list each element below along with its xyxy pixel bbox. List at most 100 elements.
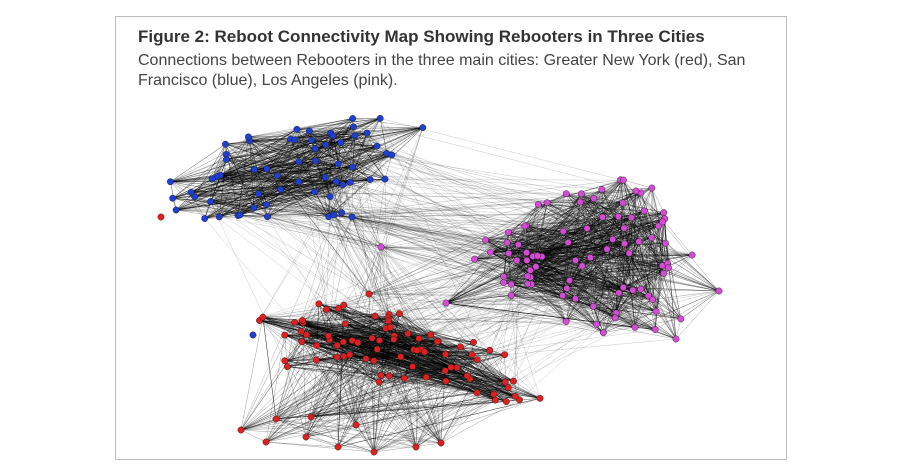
network-node <box>562 318 570 325</box>
network-node <box>346 178 354 186</box>
network-node <box>222 140 229 148</box>
network-node <box>620 224 628 232</box>
network-node <box>637 285 645 293</box>
network-node <box>223 156 230 163</box>
network-node <box>577 190 585 198</box>
network-node <box>303 331 311 339</box>
network-node <box>349 115 357 122</box>
network-node <box>312 356 320 364</box>
network-node <box>572 256 579 264</box>
network-node <box>672 335 680 343</box>
network-node <box>502 398 510 405</box>
network-node <box>308 136 315 144</box>
network-node <box>631 323 639 331</box>
network-node <box>665 264 672 272</box>
network-node <box>660 269 667 277</box>
network-node <box>237 426 245 434</box>
network-node <box>505 249 513 257</box>
network-node <box>338 209 346 217</box>
network-node <box>311 145 319 152</box>
network-node <box>313 342 321 349</box>
network-node <box>501 378 509 386</box>
network-node <box>362 355 370 363</box>
network-node <box>559 227 567 235</box>
network-node <box>593 320 600 328</box>
network-node <box>514 241 522 249</box>
network-node <box>609 235 617 243</box>
network-node <box>388 151 396 159</box>
network-node <box>543 199 551 207</box>
network-node <box>619 176 627 184</box>
network-node <box>321 174 329 181</box>
network-node <box>277 186 285 193</box>
network-node <box>599 329 607 337</box>
network-node <box>500 273 508 281</box>
network-node <box>297 327 305 335</box>
network-node <box>619 284 627 291</box>
network-node <box>536 394 544 402</box>
network-node <box>349 163 357 171</box>
network-node <box>329 132 337 140</box>
network-node <box>463 372 471 380</box>
network-node <box>295 158 303 166</box>
network-node <box>412 443 420 451</box>
network-node <box>332 178 340 186</box>
network-node <box>169 194 177 202</box>
network-node <box>283 363 291 370</box>
network-node <box>397 353 405 361</box>
network-node <box>503 239 511 247</box>
network-node <box>615 289 623 297</box>
network-node <box>559 292 566 300</box>
network-node <box>333 342 341 349</box>
network-node <box>339 181 347 189</box>
network-node <box>341 320 349 328</box>
network-node <box>614 213 622 220</box>
network-node <box>621 240 628 248</box>
network-node <box>625 249 633 257</box>
network-node <box>456 343 464 351</box>
network-node <box>599 213 606 221</box>
network-node <box>354 339 362 347</box>
network-node <box>415 335 423 342</box>
network-node <box>441 367 449 375</box>
network-node <box>167 178 174 186</box>
network-node <box>473 389 481 397</box>
network-node <box>523 249 530 257</box>
network-node <box>351 132 359 140</box>
network-node <box>629 286 637 294</box>
network-node <box>157 213 165 221</box>
network-node <box>578 262 586 270</box>
network-node <box>659 218 666 226</box>
network-node <box>504 229 512 236</box>
network-node <box>251 166 258 173</box>
network-node <box>523 256 531 264</box>
network-node <box>264 213 271 221</box>
network-node <box>348 213 356 221</box>
network-node <box>572 295 579 303</box>
network-node <box>370 448 378 456</box>
figure-title: Figure 2: Reboot Connectivity Map Showin… <box>138 27 705 46</box>
network-node <box>259 313 267 321</box>
network-node <box>534 252 541 260</box>
network-node <box>482 236 489 244</box>
network-node <box>281 357 289 365</box>
network-node <box>295 178 303 186</box>
network-node <box>471 255 478 263</box>
network-edges <box>170 118 720 453</box>
network-node <box>201 215 209 222</box>
network-graph <box>157 114 723 456</box>
network-node <box>532 263 540 271</box>
network-node <box>583 225 591 232</box>
network-node <box>302 433 310 441</box>
network-node <box>652 307 660 315</box>
network-node <box>373 345 381 353</box>
network-nodes <box>157 114 723 456</box>
network-node <box>490 390 498 398</box>
network-node <box>172 206 180 214</box>
network-node <box>330 211 338 219</box>
network-node <box>381 175 389 183</box>
network-node <box>281 331 289 339</box>
network-node <box>298 338 306 346</box>
network-node <box>688 251 696 259</box>
network-node <box>376 337 383 344</box>
